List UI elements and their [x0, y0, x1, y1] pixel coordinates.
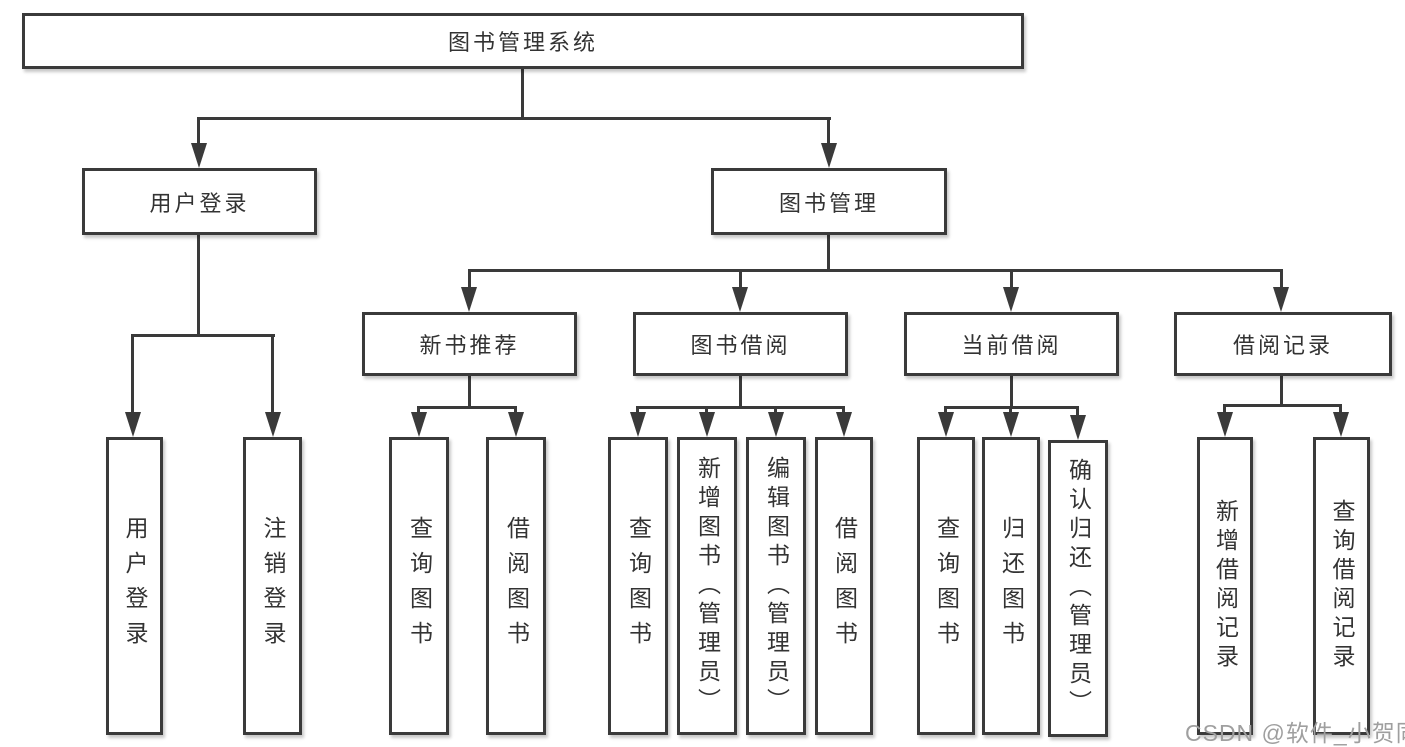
arrow-down-icon [732, 287, 748, 312]
node-new-book-recommendation: 新书推荐 [362, 312, 577, 376]
arrow-down-icon [630, 412, 646, 437]
connector-line [1224, 404, 1341, 407]
node-label: 用户登录 [149, 190, 250, 216]
node-label: 注销登录 [260, 516, 286, 656]
node-label: 查询图书 [933, 516, 960, 656]
connector-line [132, 334, 275, 337]
node-label: 编辑图书（管理员） [763, 455, 790, 717]
node-label: 用户登录 [122, 516, 148, 656]
arrow-down-icon [265, 412, 281, 437]
connector-line [131, 334, 134, 416]
node-label: 图书借阅 [690, 333, 791, 358]
leaf-borrow-books: 借阅图书 [815, 437, 873, 735]
leaf-query-books-current: 查询图书 [917, 437, 975, 735]
leaf-logout: 注销登录 [243, 437, 302, 735]
csdn-watermark: CSDN @软件_小贺同学 [1185, 720, 1405, 746]
leaf-query-borrow-record: 查询借阅记录 [1313, 437, 1370, 735]
arrow-down-icon [836, 412, 852, 437]
arrow-down-icon [191, 143, 207, 168]
connector-line [1223, 404, 1226, 418]
connector-line [197, 117, 200, 147]
node-label: 确认归还（管理员） [1065, 458, 1092, 719]
connector-line [945, 406, 1079, 409]
node-label: 查询图书 [625, 516, 652, 656]
leaf-user-login: 用户登录 [106, 437, 163, 735]
arrow-down-icon [1070, 415, 1086, 440]
connector-line [827, 117, 830, 147]
leaf-add-borrow-record: 新增借阅记录 [1197, 437, 1253, 735]
arrow-down-icon [768, 412, 784, 437]
arrow-down-icon [1333, 412, 1349, 437]
connector-line [468, 269, 1282, 272]
node-label: 借阅记录 [1232, 333, 1333, 358]
leaf-query-books-borrow: 查询图书 [608, 437, 668, 735]
connector-line [827, 235, 830, 271]
connector-line [197, 235, 200, 336]
arrow-down-icon [1003, 412, 1019, 437]
connector-line [1076, 406, 1079, 418]
arrow-down-icon [125, 412, 141, 437]
node-book-borrowing: 图书借阅 [633, 312, 848, 376]
connector-line [1010, 269, 1013, 291]
arrow-down-icon [1003, 287, 1019, 312]
node-library-management-system: 图书管理系统 [22, 13, 1024, 69]
arrow-down-icon [938, 412, 954, 437]
node-user-login: 用户登录 [82, 168, 317, 235]
leaf-query-books-recommend: 查询图书 [389, 437, 449, 735]
arrow-down-icon [699, 412, 715, 437]
leaf-add-books-admin: 新增图书（管理员） [677, 437, 737, 735]
node-label: 新增借阅记录 [1212, 499, 1239, 673]
node-borrowing-records: 借阅记录 [1174, 312, 1392, 376]
arrow-down-icon [1217, 412, 1233, 437]
connector-line [1010, 376, 1013, 408]
node-label: 借阅图书 [831, 516, 858, 656]
node-label: 当前借阅 [961, 333, 1062, 358]
connector-line [521, 69, 524, 117]
connector-line [198, 117, 831, 120]
leaf-edit-books-admin: 编辑图书（管理员） [746, 437, 806, 735]
connector-line [1280, 376, 1283, 406]
arrow-down-icon [411, 412, 427, 437]
node-label: 新书推荐 [419, 333, 520, 358]
connector-line [1339, 404, 1342, 418]
node-label: 查询借阅记录 [1329, 499, 1355, 673]
arrow-down-icon [1273, 287, 1289, 312]
connector-line [468, 376, 471, 408]
connector-line [418, 406, 517, 409]
node-label: 图书管理系统 [447, 30, 598, 55]
node-label: 查询图书 [406, 516, 433, 656]
leaf-borrow-books-recommend: 借阅图书 [486, 437, 546, 735]
node-label: 借阅图书 [503, 516, 530, 656]
connector-line [1280, 269, 1283, 291]
node-current-borrowing: 当前借阅 [904, 312, 1119, 376]
connector-line [739, 269, 742, 291]
arrow-down-icon [821, 143, 837, 168]
node-label: 新增图书（管理员） [694, 455, 721, 717]
node-label: 归还图书 [998, 516, 1025, 656]
node-label: 图书管理 [778, 190, 879, 216]
connector-line [739, 376, 742, 408]
connector-line [468, 269, 471, 291]
leaf-return-books: 归还图书 [982, 437, 1040, 735]
leaf-confirm-return-admin: 确认归还（管理员） [1048, 440, 1108, 737]
arrow-down-icon [508, 412, 524, 437]
connector-line [271, 334, 274, 416]
connector-line [637, 406, 845, 409]
node-book-management: 图书管理 [711, 168, 947, 235]
arrow-down-icon [461, 287, 477, 312]
